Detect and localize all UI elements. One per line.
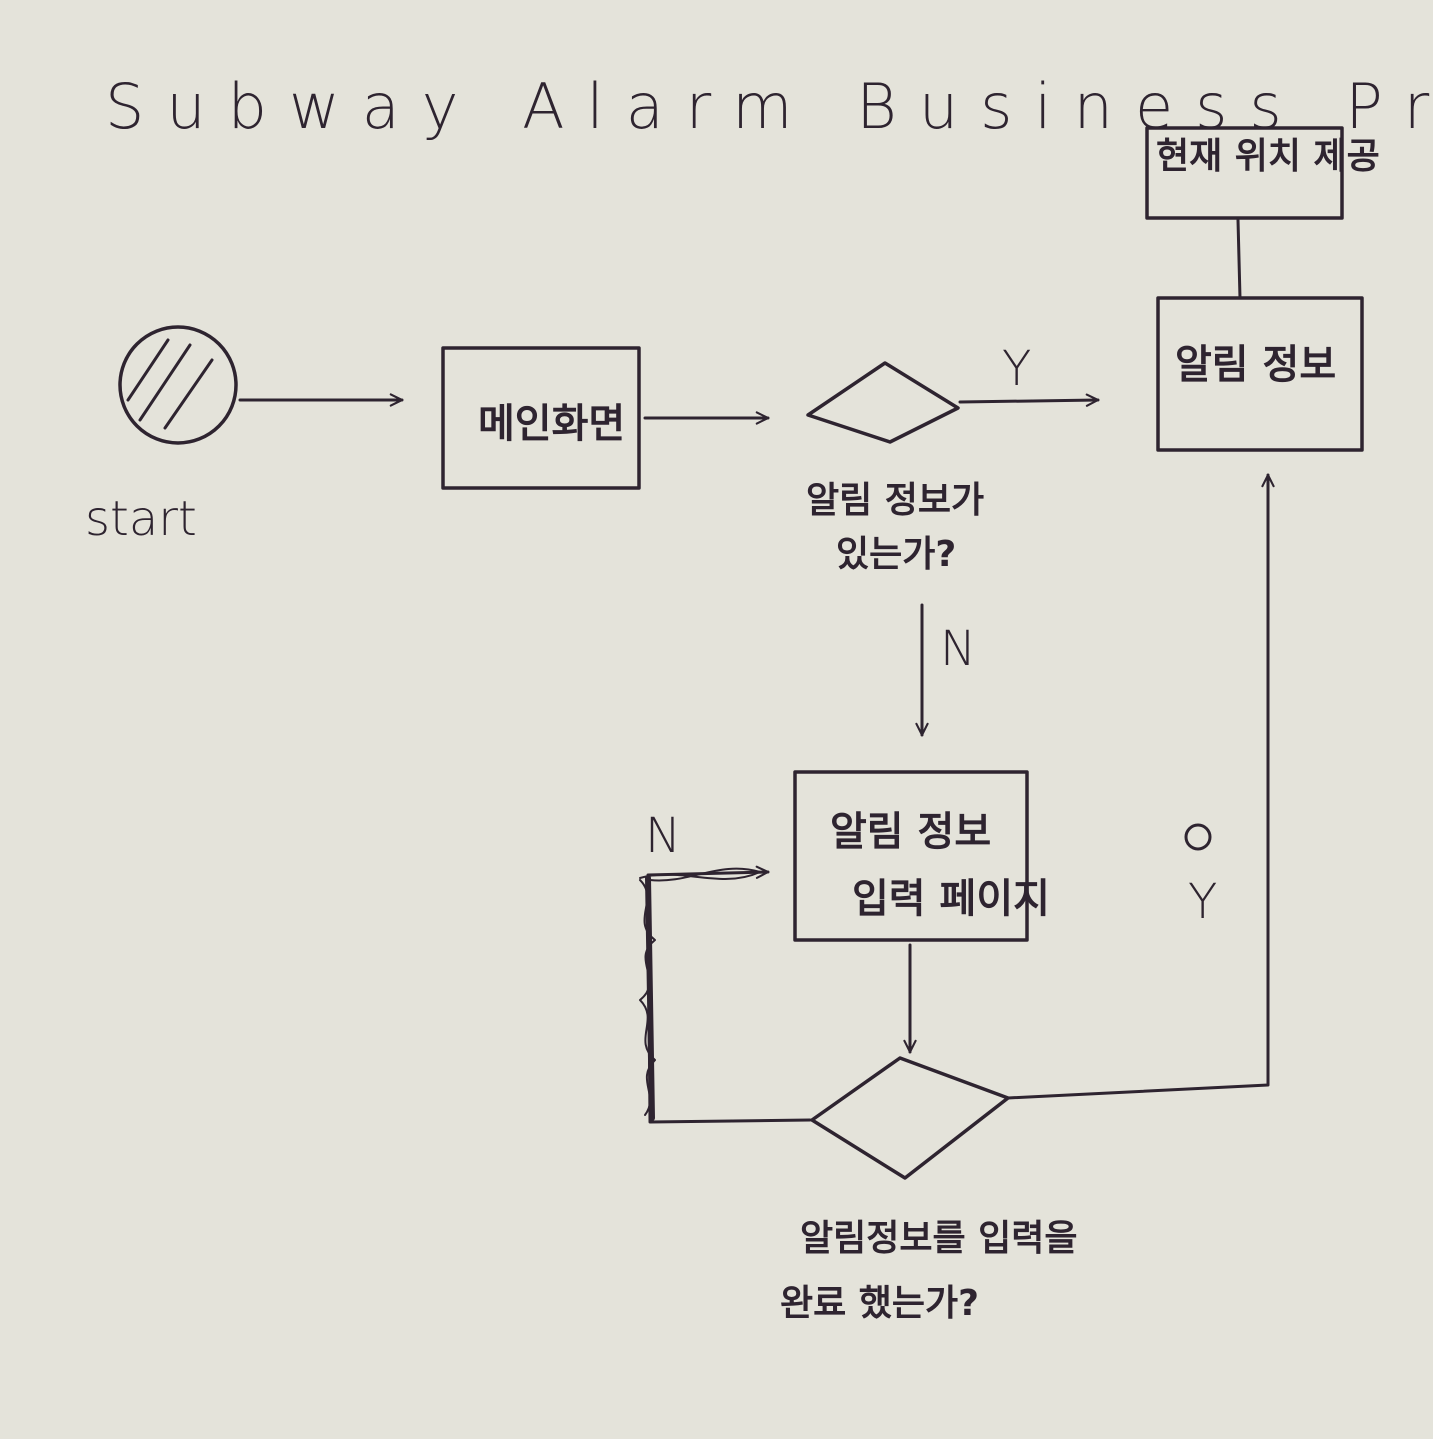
decision-input-done-line1: 알림정보를 입력을	[800, 1218, 1078, 1259]
alarm-info-label: 알림 정보	[1175, 342, 1336, 388]
edge-label-input-done-yes: Y	[1188, 874, 1217, 930]
arrow-loop-yes	[1006, 473, 1275, 1100]
current-location-box	[1145, 126, 1344, 220]
decision-input-done	[810, 1056, 1010, 1180]
edge-label-has-alarm-no: N	[940, 621, 976, 677]
scribble-dot	[1184, 823, 1212, 851]
alarm-input-page-line1: 알림 정보	[830, 809, 991, 855]
connector-alarm-to-location	[1236, 218, 1242, 300]
decision-input-done-line2: 완료 했는가?	[780, 1283, 979, 1324]
alarm-input-page-box	[793, 770, 1029, 942]
arrow-yes-to-alarm-info	[958, 393, 1100, 407]
alarm-info-box	[1156, 296, 1364, 452]
start-label: start	[85, 491, 197, 547]
decision-has-alarm	[806, 361, 960, 444]
main-screen-box	[441, 346, 641, 490]
scribble-mark	[639, 867, 761, 1121]
current-location-label: 현재 위치 제공	[1156, 136, 1380, 177]
main-screen-label: 메인화면	[478, 401, 625, 447]
decision-has-alarm-line1: 알림 정보가	[806, 480, 984, 521]
decision-has-alarm-line2: 있는가?	[836, 534, 956, 575]
alarm-input-page-line2: 입력 페이지	[852, 876, 1050, 922]
start-node	[118, 325, 238, 445]
edge-label-has-alarm-yes: Y	[1002, 341, 1031, 397]
arrow-loop-no	[646, 865, 812, 1124]
edge-label-input-done-no: N	[645, 808, 681, 864]
diagram-title: Subway Alarm Business Process Model	[105, 70, 1433, 143]
